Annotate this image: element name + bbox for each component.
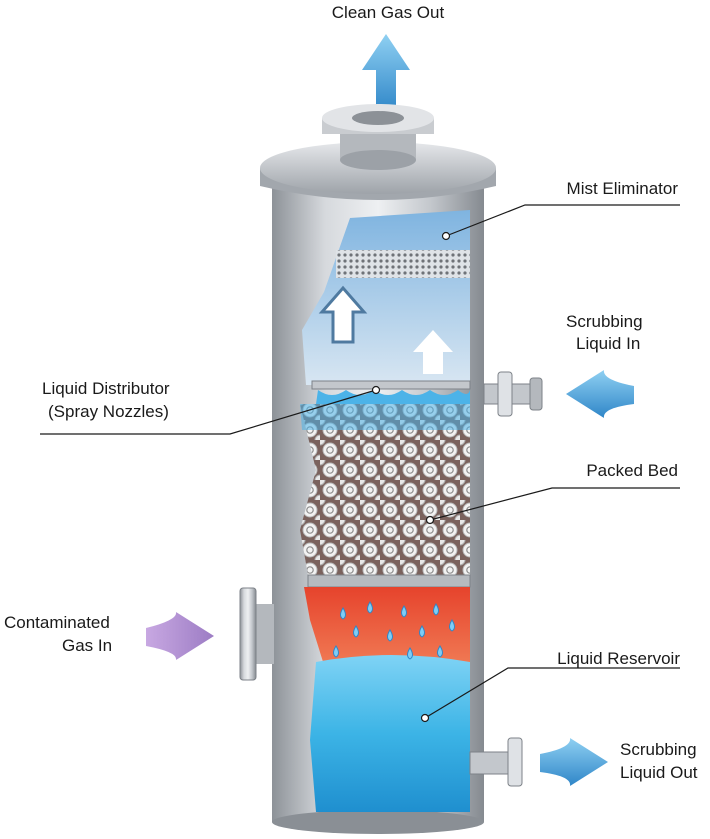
label-liquid-distributor-line1: Liquid Distributor bbox=[42, 379, 170, 398]
clean-gas-out-arrow bbox=[362, 34, 410, 112]
gas-zone bbox=[304, 587, 470, 665]
mist-eliminator-mesh bbox=[336, 250, 470, 278]
label-liquid-reservoir: Liquid Reservoir bbox=[557, 649, 680, 668]
cutaway bbox=[300, 210, 471, 812]
droplets bbox=[333, 601, 455, 660]
gas-up-arrow-outline-icon bbox=[318, 285, 368, 344]
spray-nozzles bbox=[316, 390, 470, 404]
contaminated-gas-arrow-icon bbox=[146, 612, 214, 660]
liquid-outlet-nozzle bbox=[469, 737, 523, 787]
packed-bed-rings bbox=[300, 404, 470, 575]
gas-up-arrow-icon bbox=[413, 330, 453, 374]
label-mist-eliminator: Mist Eliminator bbox=[566, 179, 678, 198]
label-scrubbing-liquid-in-line1: Scrubbing bbox=[566, 312, 643, 331]
scrubbing-liquid-in-arrow-icon bbox=[566, 370, 634, 418]
label-packed-bed: Packed Bed bbox=[586, 461, 678, 480]
liquid-reservoir-water bbox=[310, 655, 470, 812]
label-scrubbing-liquid-out-line1: Scrubbing bbox=[620, 740, 697, 759]
label-liquid-distributor-line2: (Spray Nozzles) bbox=[48, 402, 169, 421]
gas-inlet-flange bbox=[239, 587, 274, 681]
label-scrubbing-liquid-out-line2: Liquid Out bbox=[620, 763, 698, 782]
label-contaminated-gas-in-line1: Contaminated bbox=[4, 613, 110, 632]
leader-lines bbox=[40, 204, 680, 719]
leader-dots bbox=[371, 231, 451, 723]
label-contaminated-gas-in-line2: Gas In bbox=[62, 636, 113, 655]
scrubbing-liquid-out-arrow-icon bbox=[540, 738, 608, 786]
liquid-inlet-nozzle bbox=[483, 371, 543, 417]
label-clean-gas-out: Clean Gas Out bbox=[331, 3, 445, 22]
label-scrubbing-liquid-in-line2: Liquid In bbox=[576, 334, 641, 353]
